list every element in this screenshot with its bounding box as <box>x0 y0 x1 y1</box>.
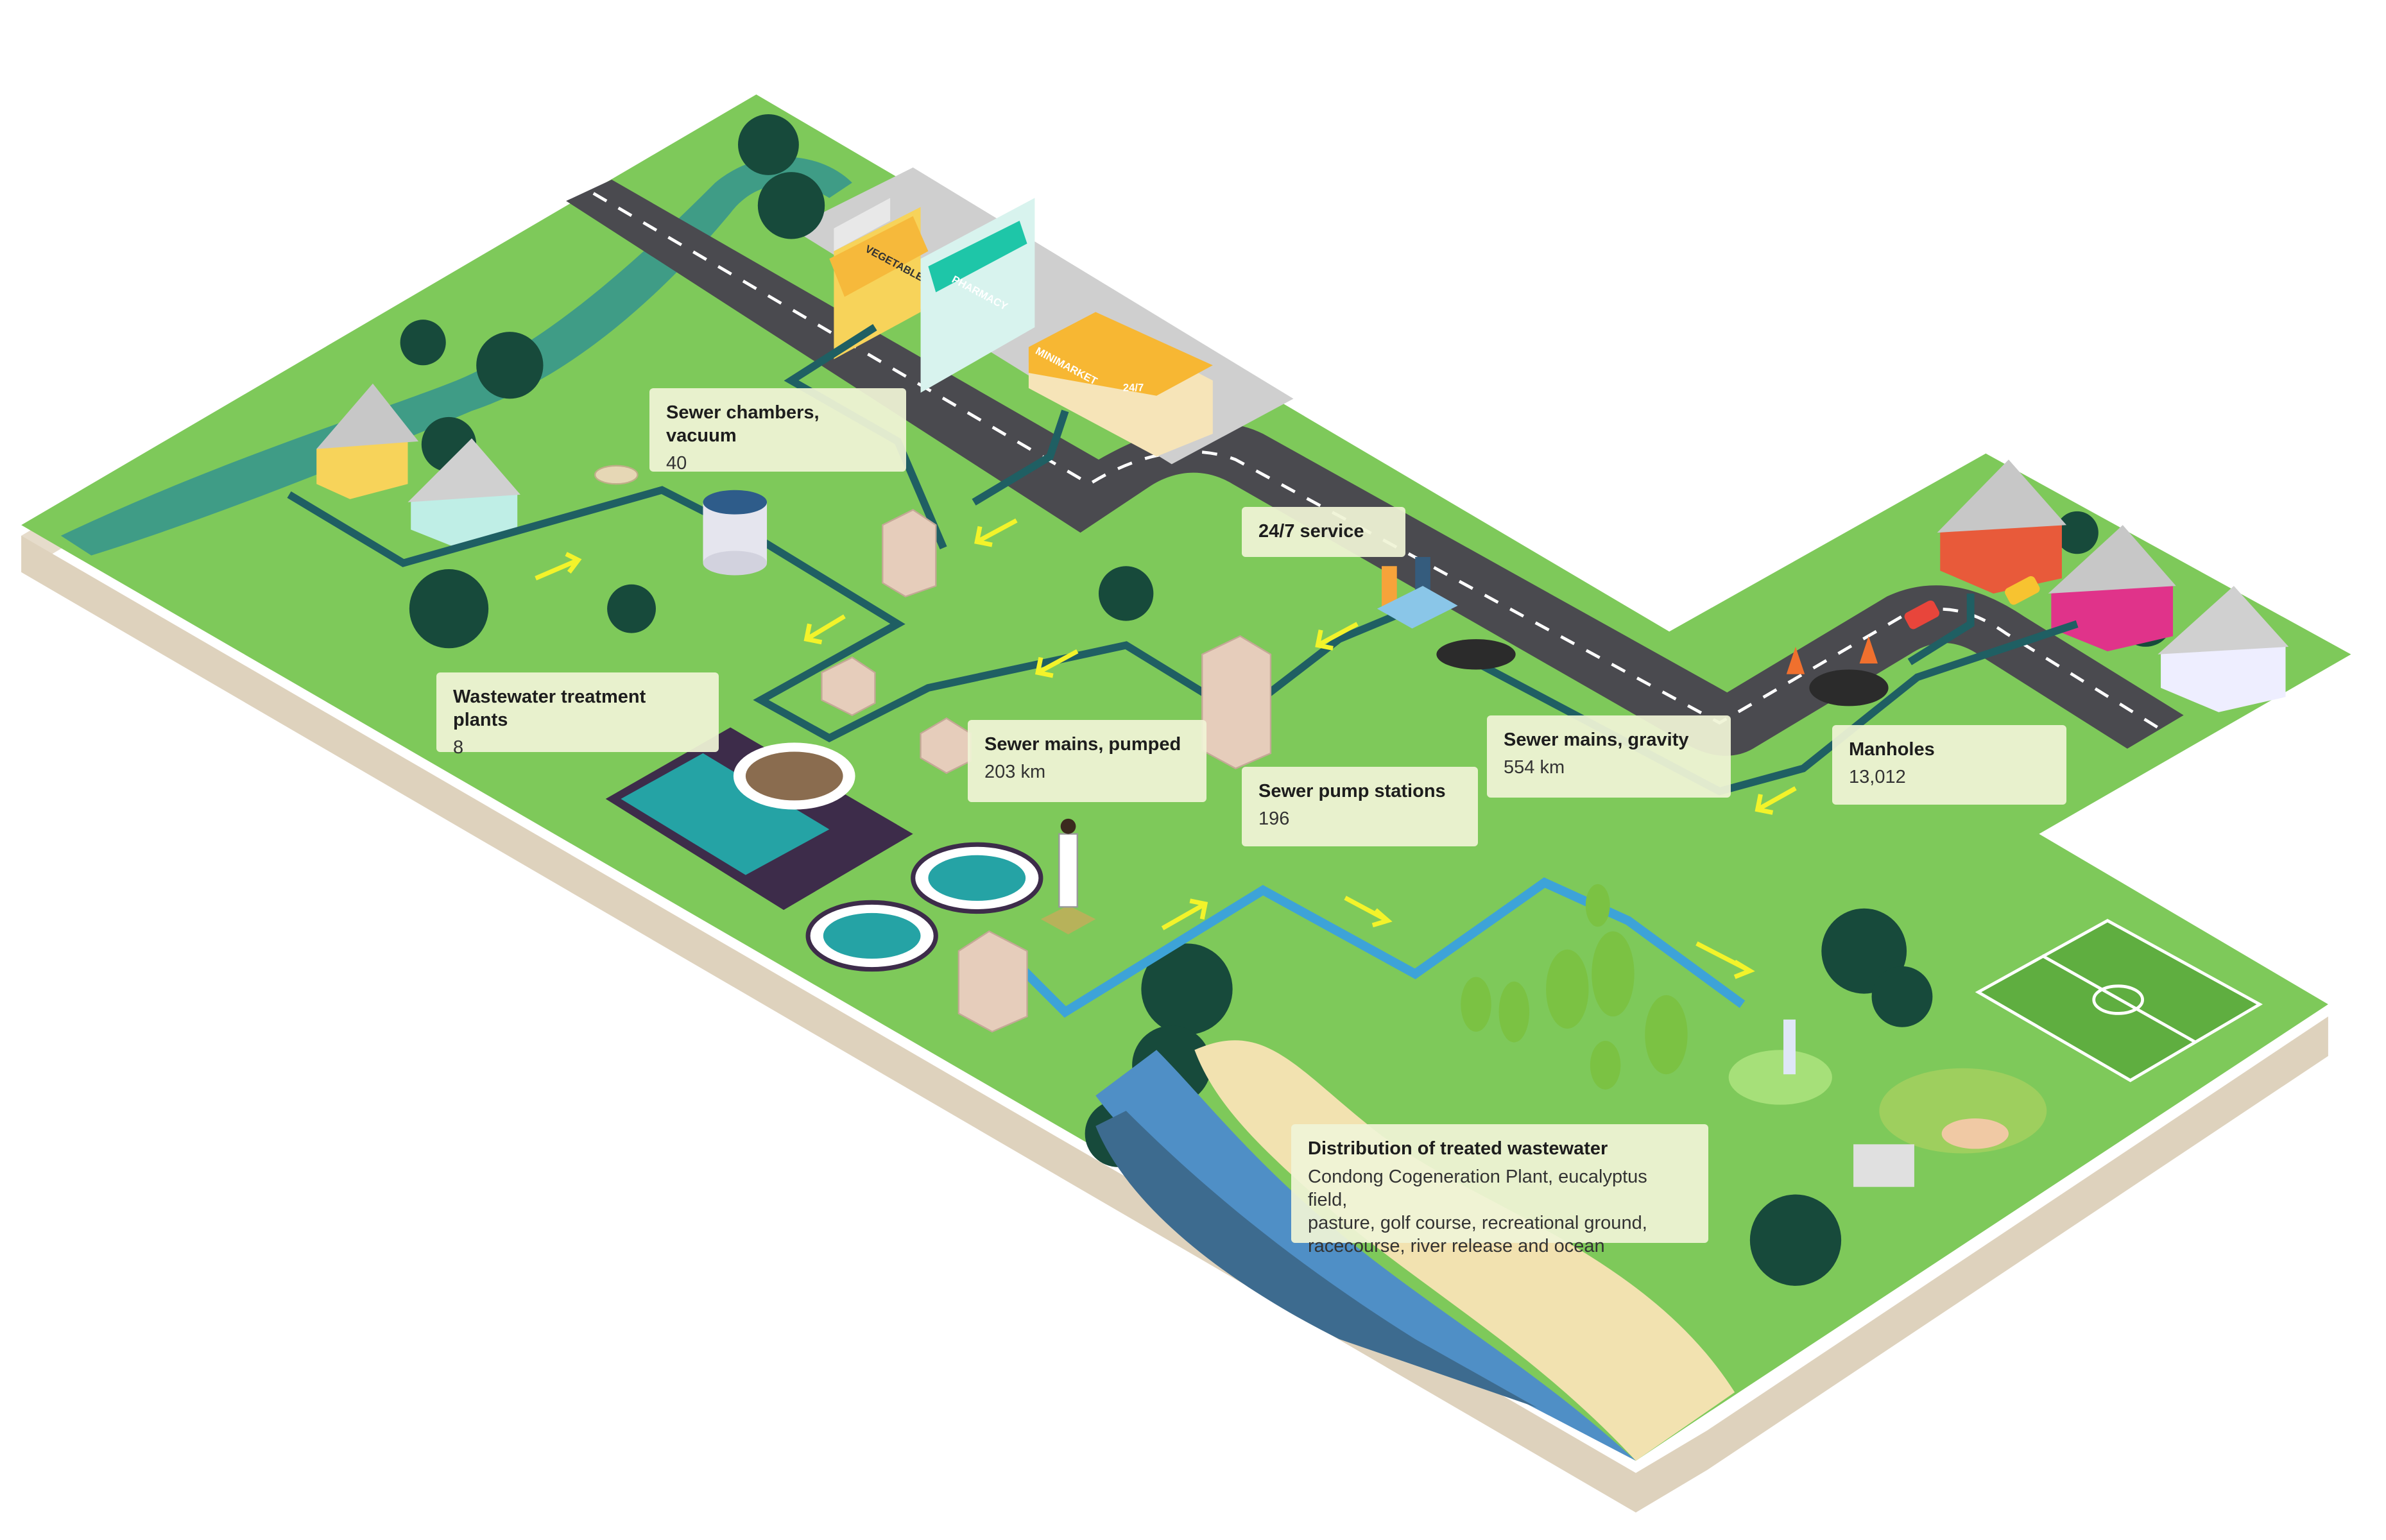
label-title: Manholes <box>1849 739 1935 760</box>
label-value: 554 km <box>1504 757 1565 778</box>
soccer-field-icon <box>1975 919 2263 1082</box>
ocean <box>1095 1050 1636 1461</box>
shop-minimarket: MINIMARKET 24/7 <box>1028 312 1213 457</box>
flow-arrows <box>535 518 1797 979</box>
tree-icon <box>476 332 544 399</box>
house-icon <box>316 383 419 499</box>
tree-icon <box>1546 949 1589 1029</box>
tree-group <box>400 114 2174 1286</box>
label-title: Sewer pump stations <box>1258 781 1446 801</box>
tree-icon <box>1592 931 1635 1017</box>
label-title: 24/7 service <box>1258 521 1364 542</box>
house-icon <box>408 438 520 548</box>
cone-icon <box>1859 636 1878 664</box>
arrow-icon <box>1755 786 1797 815</box>
label-description-line: Condong Cogeneration Plant, eucalyptus f… <box>1308 1167 1647 1210</box>
label-value: 8 <box>453 737 464 758</box>
golf-cart-icon <box>1853 1144 1914 1187</box>
grove <box>1461 884 1688 1090</box>
arrow-icon <box>803 614 846 645</box>
arrow-icon <box>1034 649 1079 678</box>
treated-water-pipe <box>1008 877 1746 1018</box>
label-title: Sewer chambers, vacuum <box>666 402 820 446</box>
treatment-plant <box>605 727 1043 972</box>
shop-hours-sign: 24/7 <box>1123 382 1144 394</box>
arrow-icon <box>535 552 582 581</box>
arrow-icon <box>1161 898 1208 930</box>
sewer-pipe <box>1907 593 1975 665</box>
tree-icon <box>738 114 799 175</box>
tree-icon <box>400 320 446 366</box>
label-distribution: Distribution of treated wastewater Condo… <box>1291 1124 1708 1256</box>
tree-icon <box>607 584 656 633</box>
tree-icon <box>1141 943 1233 1035</box>
golf-green <box>1728 1050 1832 1105</box>
worker-icon <box>1377 557 1516 670</box>
tree-icon <box>757 172 825 239</box>
shop-vegetables: VEGETABLES <box>829 198 932 359</box>
house-icon <box>2158 586 2289 712</box>
tree-icon <box>1645 995 1688 1075</box>
shop-pharmacy: PHARMACY <box>920 198 1035 393</box>
tree-icon <box>1590 1041 1621 1090</box>
sand-bunker <box>1941 1118 2009 1149</box>
golfer-icon <box>1783 1019 1796 1075</box>
manhole-icon <box>1809 669 1889 706</box>
tree-icon <box>1498 981 1530 1043</box>
tree-icon <box>1585 884 1610 927</box>
arrow-icon <box>1315 622 1359 651</box>
label-title: Sewer mains, gravity <box>1504 730 1689 750</box>
ocean-deep <box>1095 1111 1537 1408</box>
car-icon <box>2005 576 2040 605</box>
arrow-icon <box>1344 896 1393 928</box>
label-sewer-chambers: Sewer chambers, vacuum 40 <box>649 388 906 474</box>
label-pump-stations: Sewer pump stations 196 <box>1242 767 1478 846</box>
tree-icon <box>409 569 489 649</box>
label-service: 24/7 service <box>1242 507 1405 557</box>
house-icon <box>1937 459 2067 594</box>
label-title: Wastewater treatment plants <box>453 687 646 730</box>
label-mains-pumped: Sewer mains, pumped 203 km <box>968 720 1206 802</box>
label-treatment-plants: Wastewater treatment plants 8 <box>436 672 719 758</box>
tree-icon <box>1871 966 1933 1027</box>
label-title: Sewer mains, pumped <box>984 734 1181 755</box>
manhole-icon <box>594 465 639 485</box>
arrow-icon <box>1695 941 1755 979</box>
label-description-line: pasture, golf course, recreational groun… <box>1308 1213 1647 1233</box>
cone-icon <box>1786 646 1805 674</box>
arrow-icon <box>974 518 1018 547</box>
tree-icon <box>2056 511 2098 554</box>
tree-icon <box>1461 977 1491 1032</box>
label-value: 196 <box>1258 809 1290 829</box>
house-icon <box>2048 525 2176 652</box>
pump-station-icon <box>821 509 1272 1033</box>
scientist-icon <box>1040 818 1096 935</box>
label-value: 203 km <box>984 762 1046 782</box>
car-icon <box>1904 600 1939 629</box>
label-value: 13,012 <box>1849 767 1906 787</box>
tree-icon <box>1098 566 1154 621</box>
label-title: Distribution of treated wastewater <box>1308 1138 1608 1159</box>
label-description-line: racecourse, river release and ocean <box>1308 1236 1605 1256</box>
tree-icon <box>1749 1194 1842 1286</box>
label-value: 40 <box>666 453 687 474</box>
label-manholes: Manholes 13,012 <box>1832 725 2066 805</box>
label-mains-gravity: Sewer mains, gravity 554 km <box>1487 715 1731 798</box>
sewer-pipe <box>972 409 1069 506</box>
vacuum-tank <box>703 490 768 576</box>
